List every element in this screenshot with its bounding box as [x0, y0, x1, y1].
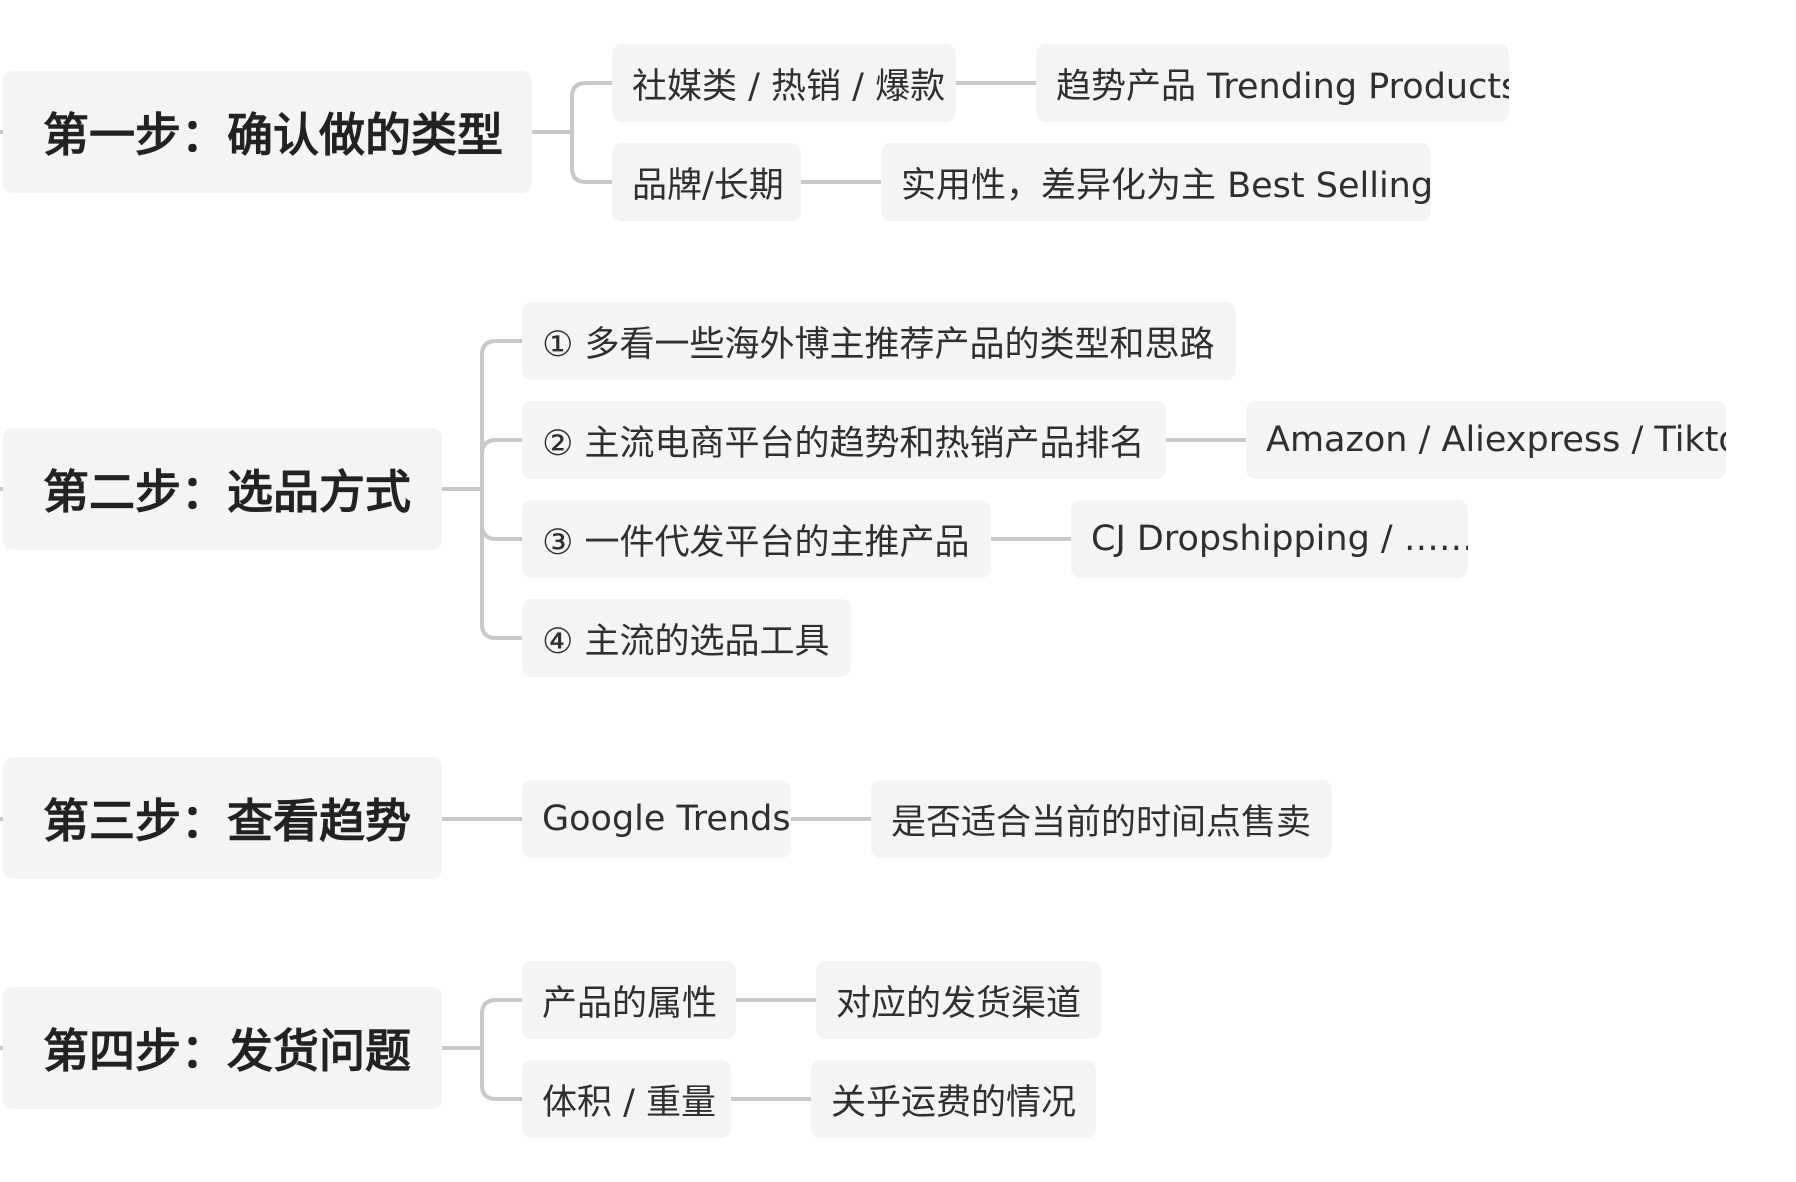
step-3-node[interactable]: 第三步：查看趋势 — [3, 757, 442, 879]
step-1-connector-branch-2 — [570, 130, 614, 184]
step-1-branch-1-detail[interactable]: 趋势产品 Trending Products — [1036, 44, 1509, 122]
step-4-connector-branch-1 — [480, 998, 524, 1050]
step-3-tool[interactable]: Google Trends — [522, 780, 791, 858]
step-2-method-3[interactable]: ③ 一件代发平台的主推产品 — [522, 500, 991, 578]
step-2-method-2-detail[interactable]: Amazon / Aliexpress / Tiktok — [1246, 401, 1726, 479]
step-4-branch-1-detail[interactable]: 对应的发货渠道 — [816, 961, 1101, 1039]
step-1-branch-2-detail[interactable]: 实用性，差异化为主 Best Selling — [881, 143, 1431, 221]
step-2-connector-branch-2 — [480, 438, 524, 491]
step-4-branch-2[interactable]: 体积 / 重量 — [522, 1060, 731, 1138]
step-2-method-3-detail[interactable]: CJ Dropshipping / …… — [1071, 500, 1468, 578]
step-2-method-1[interactable]: ① 多看一些海外博主推荐产品的类型和思路 — [522, 302, 1236, 380]
step-4-connector-branch-2 — [480, 1046, 524, 1101]
step-1-branch-1[interactable]: 社媒类 / 热销 / 爆款 — [612, 44, 956, 122]
step-2-method-4[interactable]: ④ 主流的选品工具 — [522, 599, 851, 677]
step-3-tool-detail[interactable]: 是否适合当前的时间点售卖 — [871, 780, 1332, 858]
step-4-branch-2-detail[interactable]: 关乎运费的情况 — [811, 1060, 1096, 1138]
step-1-connector-branch-1 — [570, 81, 614, 134]
step-1-branch-2[interactable]: 品牌/长期 — [612, 143, 801, 221]
step-2-connector-branch-1 — [480, 339, 524, 491]
step-4-node[interactable]: 第四步：发货问题 — [3, 987, 442, 1109]
step-2-node[interactable]: 第二步：选品方式 — [3, 428, 442, 550]
step-2-connector-branch-3 — [480, 487, 524, 541]
step-1-node[interactable]: 第一步：确认做的类型 — [3, 71, 532, 193]
step-4-branch-1[interactable]: 产品的属性 — [522, 961, 736, 1039]
step-2-method-2[interactable]: ② 主流电商平台的趋势和热销产品排名 — [522, 401, 1166, 479]
step-2-connector-branch-4 — [480, 487, 524, 640]
